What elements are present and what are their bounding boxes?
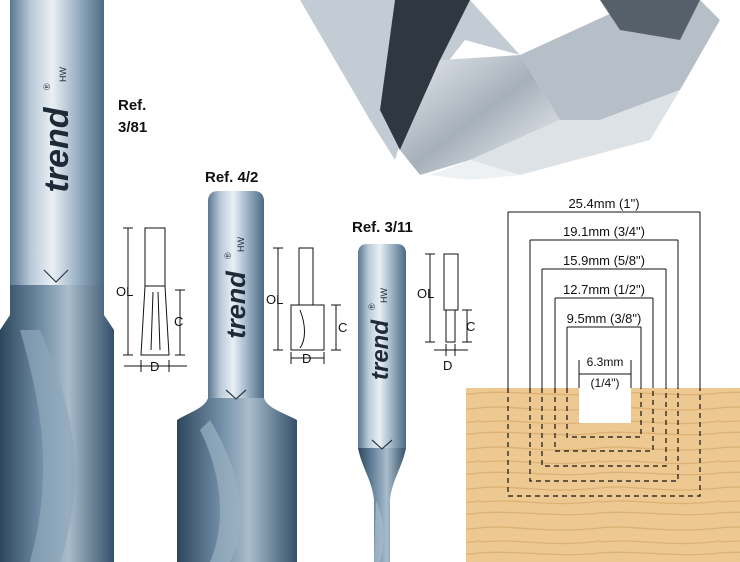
cutter-3-81-brand-text: trend <box>38 106 76 192</box>
cutter-3-81-registered-mark: ® <box>42 83 52 90</box>
width-label-9-5: 9.5mm (3/8") <box>567 311 642 326</box>
cutter-4-2-c-label: C <box>338 320 347 335</box>
cutter-3-81-grade-text: HW <box>58 67 68 82</box>
cutter-3-11-grade-text: HW <box>379 288 389 303</box>
groove-outline-25-4 <box>507 388 701 497</box>
cutter-3-11-d-label: D <box>443 358 452 373</box>
cutter-4-2-ol-label: OL <box>266 292 283 307</box>
cutter-3-11-ref: Ref. 3/11 <box>352 219 413 236</box>
cutter-3-81-ref-label: Ref. <box>118 97 146 114</box>
width-label-15-9: 15.9mm (5/8") <box>563 253 645 268</box>
groove-width-diagram: 25.4mm (1") 19.1mm (3/4") 15.9mm (5/8") … <box>466 196 740 562</box>
cutter-4-2-brand-text: trend <box>221 271 251 339</box>
cutter-4-2: trend ® HW <box>177 191 297 562</box>
width-label-6-3: 6.3mm <box>587 355 624 369</box>
cutter-3-11-registered-mark: ® <box>367 303 377 310</box>
cutter-4-2-grade-text: HW <box>236 237 246 252</box>
groove-outline-9-5 <box>566 388 642 438</box>
cutter-3-11-shank <box>358 244 406 448</box>
cutter-3-81-ref-number: 3/81 <box>118 119 147 136</box>
groove-outline-15-9 <box>541 388 667 467</box>
cutter-4-2-shank <box>208 191 264 398</box>
groove-outline-19-1 <box>529 388 679 482</box>
cutter-4-2-schematic <box>273 247 341 364</box>
groove-outline-12-7 <box>554 388 654 452</box>
cutter-3-11-schematic <box>425 253 472 356</box>
cutter-4-2-d-label: D <box>302 351 311 366</box>
width-label-12-7: 12.7mm (1/2") <box>563 282 645 297</box>
cutter-3-11-body <box>358 448 406 562</box>
width-label-19-1: 19.1mm (3/4") <box>563 224 645 239</box>
width-label-6-3-imperial: (1/4") <box>591 376 620 390</box>
cutter-3-81-shank <box>10 0 104 285</box>
width-label-25-4: 25.4mm (1") <box>568 196 639 211</box>
cutter-4-2-registered-mark: ® <box>223 252 233 259</box>
cutter-4-2-ref: Ref. 4/2 <box>205 169 258 186</box>
cutter-tip-photo <box>300 0 720 180</box>
cutter-3-11-c-label: C <box>466 319 475 334</box>
cutter-3-11-ol-label: OL <box>417 286 434 301</box>
cutter-3-81-c-label: C <box>174 314 183 329</box>
cutter-3-11-brand-text: trend <box>367 319 394 380</box>
wood-block <box>466 388 740 562</box>
cutter-3-11: trend ® HW <box>358 244 406 562</box>
cutter-3-81-ol-label: OL <box>116 284 133 299</box>
cutter-3-81-schematic <box>123 227 187 372</box>
cutter-3-81-d-label: D <box>150 359 159 374</box>
cutter-3-81: trend ® HW <box>0 0 114 562</box>
